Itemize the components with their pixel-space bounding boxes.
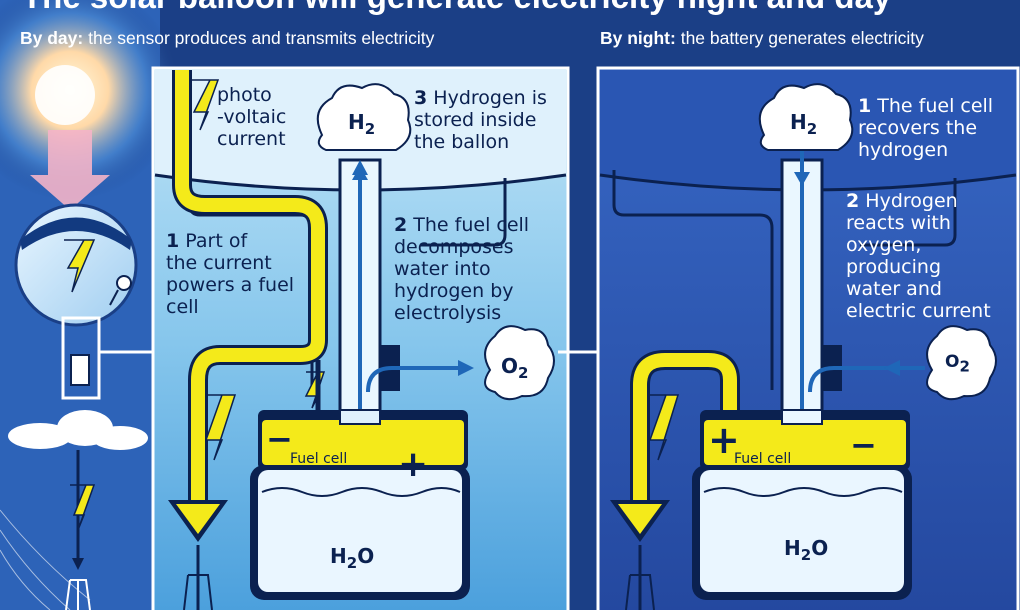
diagram-title: The solar balloon will generate electric… (22, 0, 1012, 16)
night-subtitle-label: By night: (600, 28, 676, 48)
day-step2: 2 The fuel cell decomposes water into hy… (394, 214, 529, 324)
night-step2: 2 Hydrogen reacts with oxygen, producing… (846, 190, 991, 322)
water-night-sub: 2 (800, 546, 812, 564)
fuel-cell-day (262, 420, 464, 465)
plus-day: + (398, 444, 429, 485)
day-step1-text: Part of the current powers a fuel cell (166, 230, 295, 318)
o2-cloud-night (926, 325, 997, 401)
night-subtitle-text: the battery generates electricity (680, 28, 924, 48)
o2-day-text: O (501, 354, 519, 378)
h2-night-text: H (790, 110, 807, 134)
day-step1-num: 1 (166, 230, 180, 252)
day-subtitle-text: the sensor produces and transmits electr… (88, 28, 435, 48)
night-step2-text: Hydrogen reacts with oxygen, producing w… (846, 190, 991, 322)
h2-cloud-night (758, 83, 854, 151)
h2-day-sub: 2 (364, 120, 376, 138)
h2-label-night: H2 (790, 110, 817, 138)
fuel-cell-label-day: Fuel cell (290, 451, 348, 467)
cloud-left (8, 410, 148, 450)
day-step3-num: 3 (414, 87, 428, 109)
minus-night: − (850, 426, 877, 464)
water-day-h: H (330, 544, 347, 568)
water-label-night: H2O (784, 536, 828, 564)
photovoltaic-label: photo -voltaic current (217, 84, 287, 150)
night-subtitle: By night: the battery generates electric… (600, 28, 924, 49)
day-step3: 3 Hydrogen is stored inside the ballon (414, 87, 547, 153)
day-step3-text: Hydrogen is stored inside the ballon (414, 87, 547, 153)
water-tank-day (258, 470, 462, 592)
o2-label-night: O2 (945, 352, 970, 375)
night-step1: 1 The fuel cell recovers the hydrogen (858, 95, 993, 161)
night-step1-num: 1 (858, 95, 872, 117)
h2-day-text: H (348, 110, 365, 134)
sunlight-arrow (30, 130, 110, 210)
o2-cloud-day (484, 325, 555, 401)
h2-night-sub: 2 (806, 120, 818, 138)
day-subtitle: By day: the sensor produces and transmit… (20, 28, 434, 49)
o2-night-sub: 2 (959, 357, 970, 376)
fuel-cell-night (704, 420, 906, 465)
water-night-o: O (811, 536, 829, 560)
plus-night: + (708, 418, 740, 462)
water-label-day: H2O (330, 544, 374, 572)
day-step2-text: The fuel cell decomposes water into hydr… (394, 214, 530, 324)
current-cable (175, 70, 325, 505)
water-tank-night (700, 470, 904, 592)
day-step2-num: 2 (394, 214, 408, 236)
water-day-o: O (357, 544, 375, 568)
h2-cloud-day (316, 83, 412, 151)
h2-label-day: H2 (348, 110, 375, 138)
o2-label-day: O2 (501, 354, 528, 382)
fuel-cell-label-night: Fuel cell (734, 451, 792, 467)
water-night-h: H (784, 536, 801, 560)
minus-day: − (266, 420, 293, 458)
o2-day-sub: 2 (518, 364, 529, 382)
day-step1: 1 Part of the current powers a fuel cell (166, 230, 294, 318)
day-subtitle-label: By day: (20, 28, 84, 48)
water-day-sub: 2 (346, 554, 358, 572)
night-step2-num: 2 (846, 190, 860, 212)
o2-night-text: O (945, 352, 960, 372)
night-step1-text: The fuel cell recovers the hydrogen (858, 95, 994, 161)
